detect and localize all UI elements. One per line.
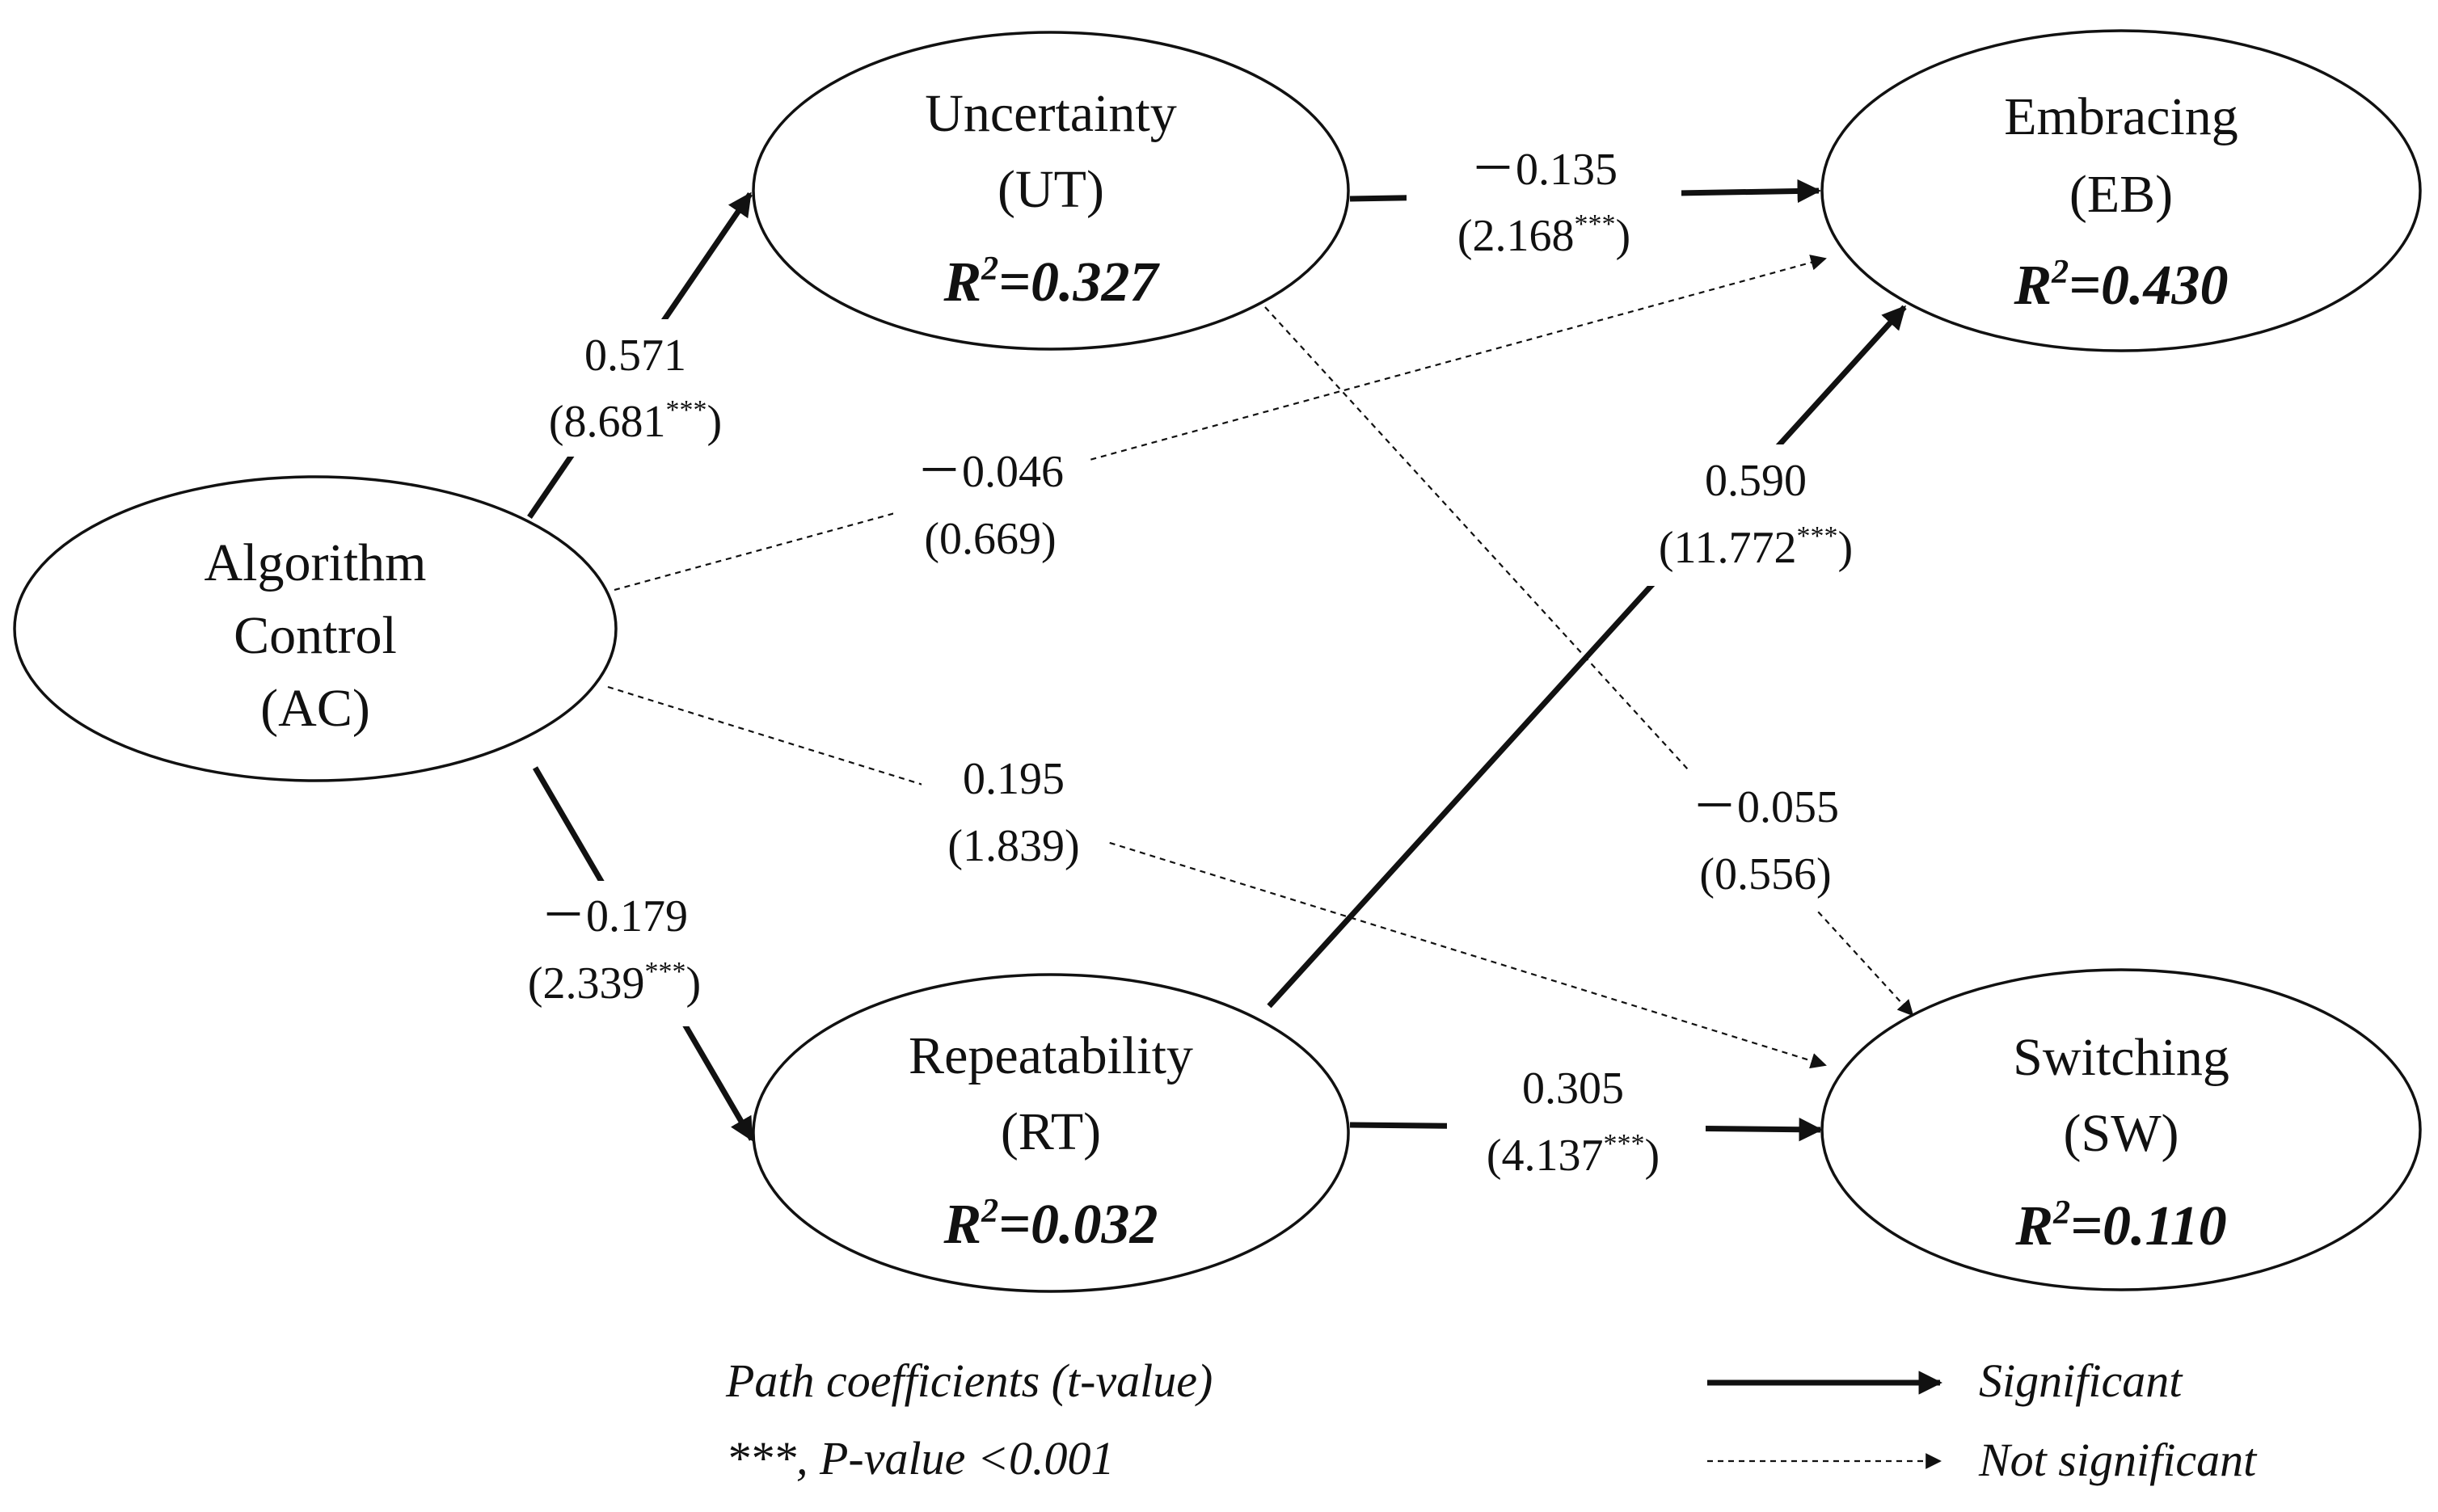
- coef-ac-eb: －0.046: [917, 447, 1064, 497]
- arrow-rt-eb: [1267, 305, 1907, 1009]
- stars-ut-eb: ***: [1575, 209, 1616, 239]
- tval-ac-ut: (8.681: [549, 397, 666, 447]
- eb-r2: R2=0.430: [2013, 254, 2228, 317]
- stars-rt-eb: ***: [1796, 521, 1837, 551]
- arrow-ac-sw: [607, 685, 1827, 1069]
- tval-rt-sw: (4.137: [1487, 1131, 1604, 1181]
- legend-note-path-coefficients: Path coefficients (t-value): [725, 1354, 1213, 1407]
- legend: Path coefficients (t-value) ***, P-value…: [725, 1354, 2258, 1486]
- legend-not-significant-label: Not significant: [1978, 1434, 2258, 1486]
- ac-line2: Control: [234, 606, 397, 665]
- tval-ac-eb: (0.669): [924, 514, 1056, 564]
- node-eb: Embracing (EB) R2=0.430: [1820, 29, 2422, 352]
- eb-line1: Embracing: [2004, 87, 2238, 146]
- label-rt-eb: 0.590 (11.772***): [1621, 444, 1896, 586]
- tval-ut-eb: (2.168: [1457, 211, 1575, 261]
- tval-rt-eb: (11.772: [1659, 523, 1797, 573]
- tval-ac-rt: (2.339: [528, 958, 645, 1009]
- ut-line1: Uncertainty: [925, 84, 1177, 143]
- ac-line3: (AC): [260, 679, 370, 738]
- coef-ac-ut: 0.571: [584, 331, 686, 381]
- ut-r2: R2=0.327: [943, 251, 1160, 314]
- sw-line2: (SW): [2064, 1104, 2179, 1163]
- legend-significant-label: Significant: [1979, 1354, 2183, 1407]
- close-rt-eb: ): [1837, 523, 1853, 573]
- sw-line1: Switching: [2013, 1028, 2229, 1087]
- rt-r2: R2=0.032: [943, 1193, 1158, 1256]
- label-ut-sw: －0.055 (0.556): [1669, 772, 1863, 909]
- node-rt: Repeatability (RT) R2=0.032: [752, 973, 1350, 1293]
- coef-ut-eb: －0.135: [1470, 145, 1618, 195]
- coef-ut-sw: －0.055: [1692, 782, 1839, 832]
- label-ac-rt: －0.179 (2.339***): [491, 881, 734, 1026]
- rt-line1: Repeatability: [909, 1026, 1193, 1085]
- coef-rt-eb: 0.590: [1705, 456, 1807, 506]
- label-rt-sw: 0.305 (4.137***): [1447, 1055, 1706, 1196]
- tval-ac-sw: (1.839): [947, 821, 1079, 871]
- sw-r2: R2=0.110: [2014, 1194, 2226, 1257]
- close-ac-rt: ): [686, 958, 702, 1009]
- svg-text:(4.137***): (4.137***): [1487, 1129, 1660, 1181]
- svg-text:(8.681***): (8.681***): [549, 395, 722, 447]
- eb-line2: (EB): [2069, 165, 2173, 224]
- coef-ac-sw: 0.195: [963, 754, 1065, 804]
- tval-ut-sw: (0.556): [1699, 849, 1831, 899]
- label-ac-sw: 0.195 (1.839): [922, 743, 1107, 881]
- svg-text:(11.772***): (11.772***): [1659, 521, 1853, 573]
- svg-text:(2.339***): (2.339***): [528, 957, 701, 1009]
- ac-line1: Algorithm: [205, 533, 427, 592]
- close-rt-sw: ): [1645, 1131, 1660, 1181]
- close-ac-ut: ): [707, 397, 723, 447]
- close-ut-eb: ): [1616, 211, 1631, 261]
- stars-rt-sw: ***: [1604, 1129, 1645, 1159]
- rt-line2: (RT): [1001, 1102, 1101, 1161]
- coef-ac-rt: －0.179: [541, 891, 688, 941]
- ut-line2: (UT): [998, 160, 1104, 219]
- label-ac-ut: 0.571 (8.681***): [517, 319, 752, 457]
- stars-ac-rt: ***: [645, 957, 686, 987]
- label-ut-eb: －0.135 (2.168***): [1407, 137, 1681, 267]
- label-ac-eb: －0.046 (0.669): [893, 436, 1087, 574]
- stars-ac-ut: ***: [666, 395, 707, 425]
- node-ut: Uncertainty (UT) R2=0.327: [752, 31, 1350, 351]
- node-ac: Algorithm Control (AC): [13, 475, 618, 782]
- legend-note-pvalue: ***, P-value <0.001: [726, 1432, 1114, 1485]
- svg-text:(2.168***): (2.168***): [1457, 209, 1630, 261]
- coef-rt-sw: 0.305: [1522, 1063, 1624, 1114]
- node-sw: Switching (SW) R2=0.110: [1820, 968, 2422, 1291]
